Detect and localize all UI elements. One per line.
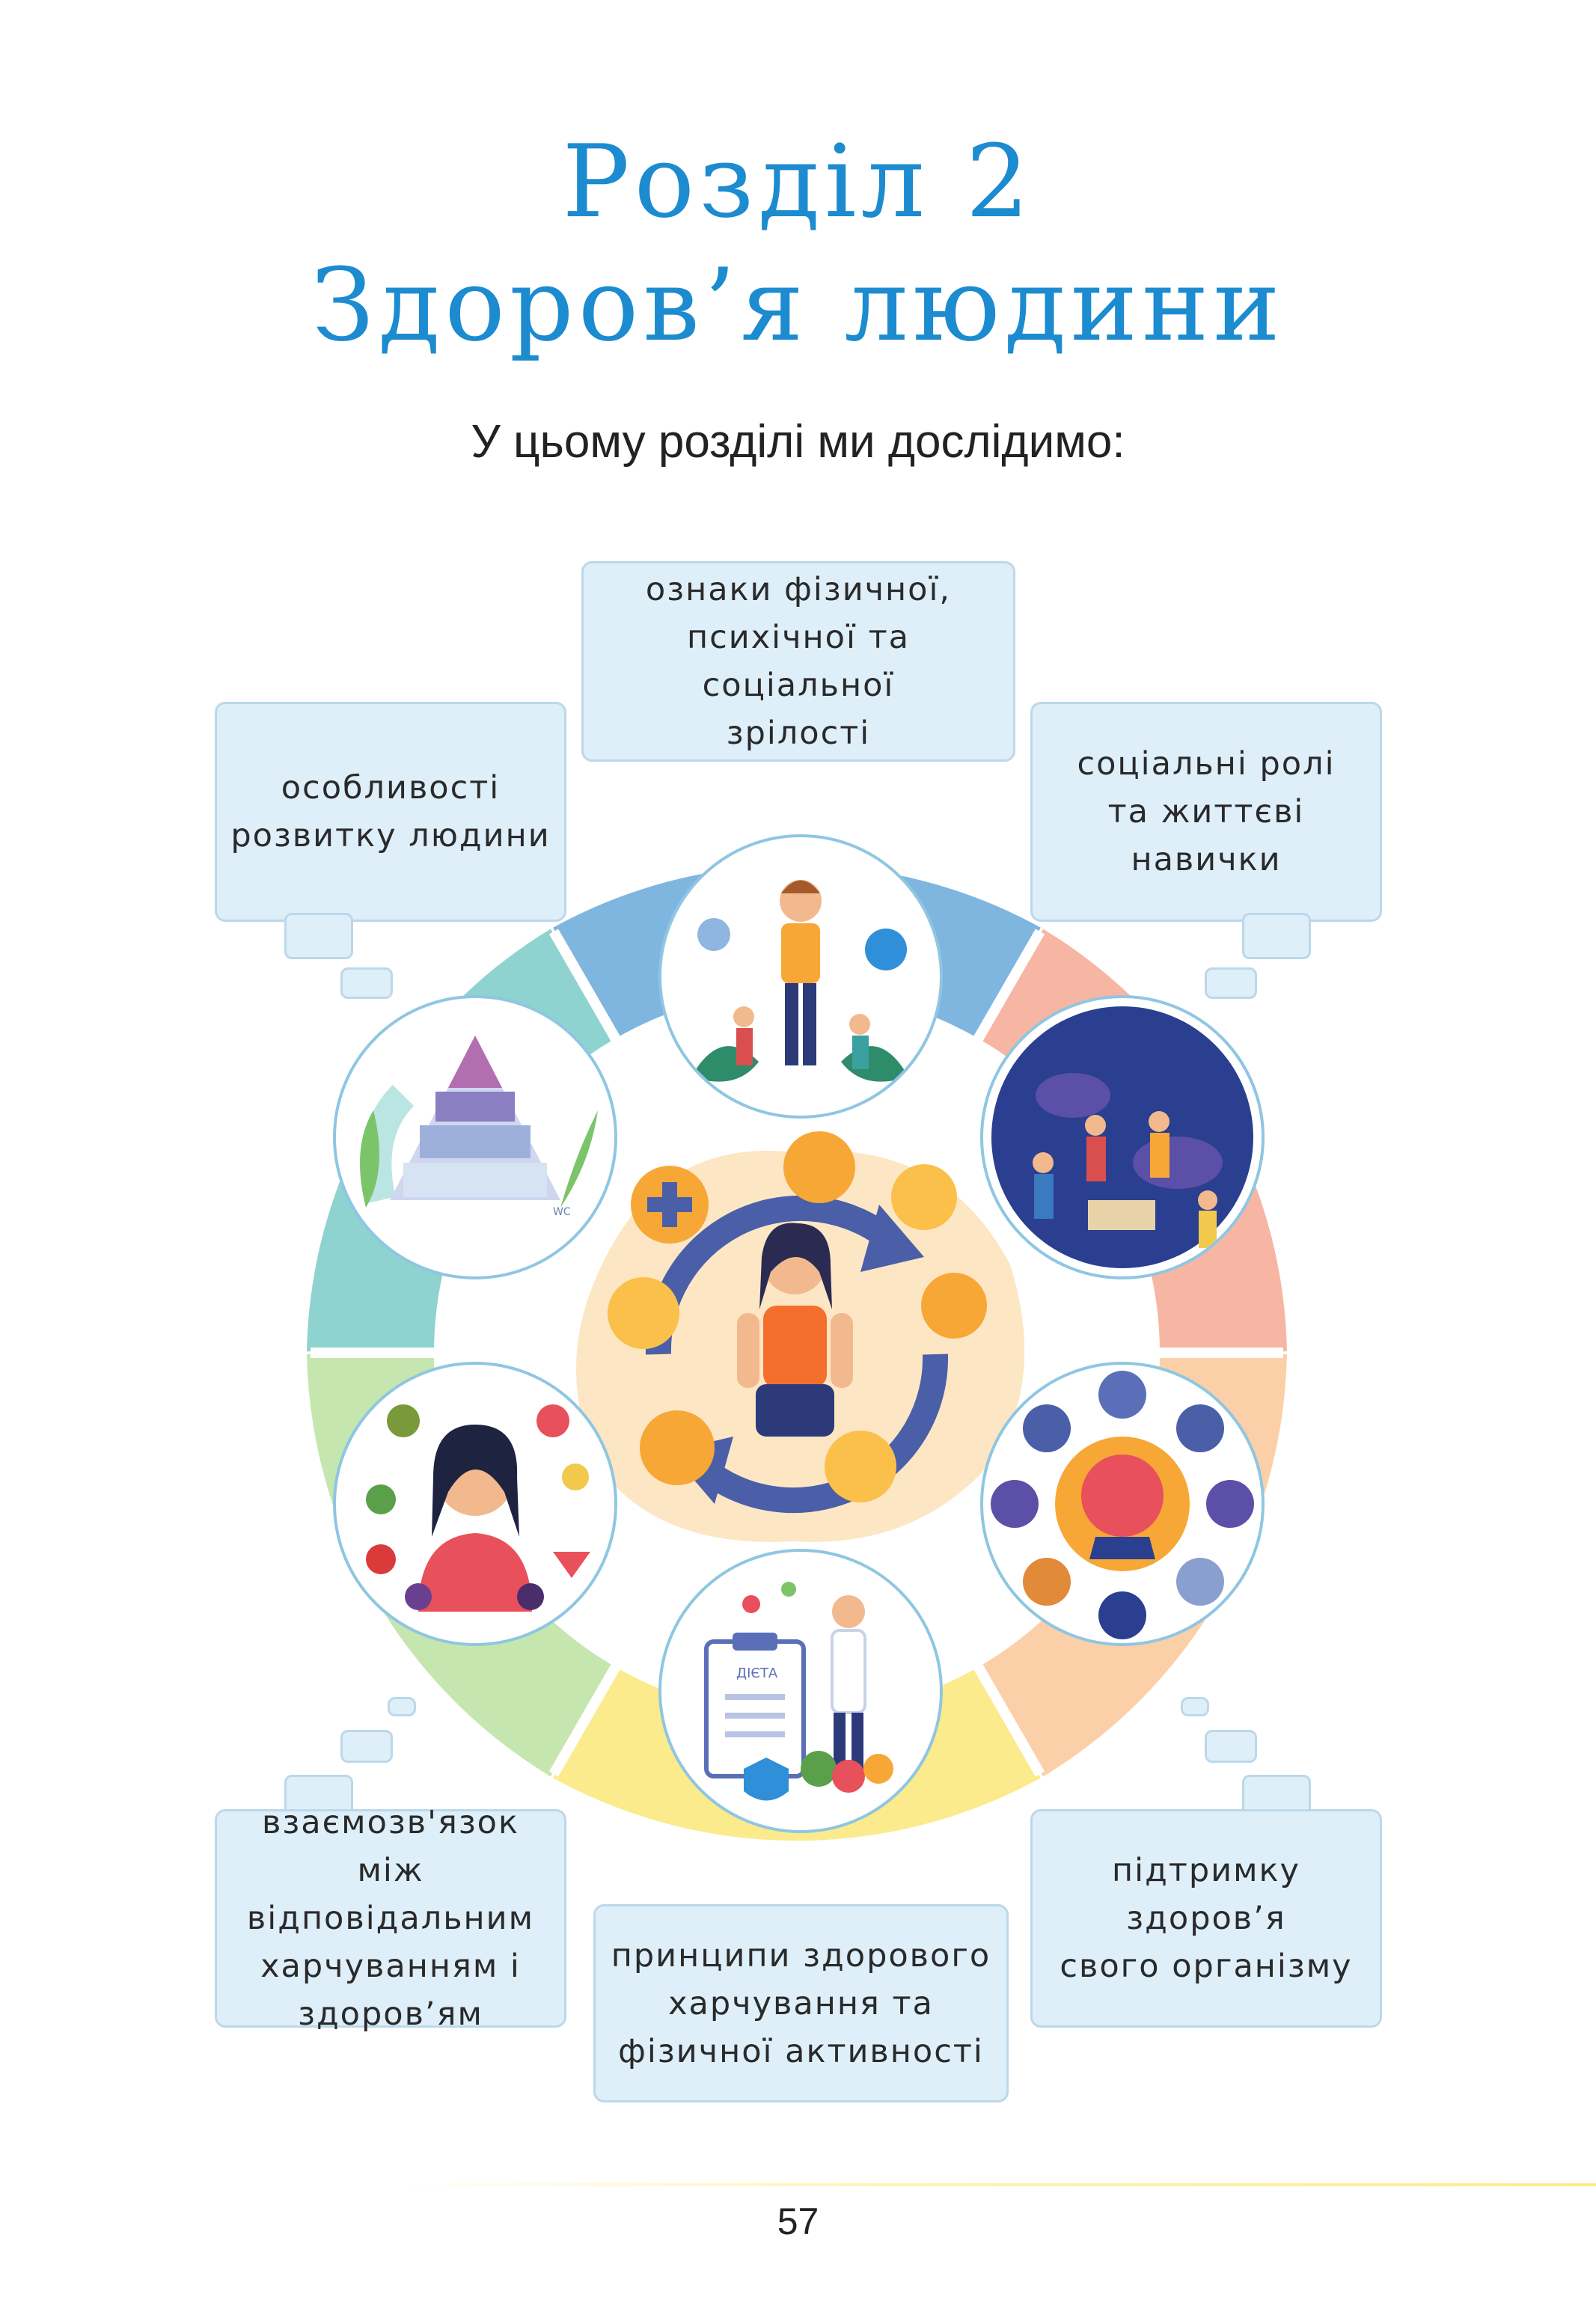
topic-line: взаємозв'язок між — [262, 1804, 519, 1889]
topic-line: психічної та соціальної — [687, 619, 910, 704]
connector-bubble-small — [1205, 1730, 1257, 1763]
topic-line: свого організму — [1060, 1948, 1353, 1985]
topic-box-health-support: підтримку здоров’я свого організму — [1030, 1809, 1382, 2028]
central-health-figure — [576, 1131, 1025, 1542]
chapter-title: Здоров’я людини — [311, 247, 1285, 364]
topic-line: харчування та — [668, 1984, 934, 2022]
page-number: 57 — [777, 2200, 819, 2242]
topic-line: та життєві навички — [1107, 793, 1305, 878]
illustration-diet-doctor-circle: ДІЄТА — [658, 1549, 943, 1833]
illustration-food-pyramid-circle: WC — [333, 995, 617, 1279]
topic-line: здоров’ям — [298, 1995, 483, 2033]
topic-box-development: особливості розвитку людини — [215, 702, 566, 922]
illustration-people-circle — [658, 834, 943, 1119]
connector-bubble-large — [284, 913, 353, 959]
topic-box-healthy-eating: принципи здорового харчування та фізично… — [593, 1904, 1009, 2102]
footer-divider — [389, 2183, 1596, 2186]
topic-line: харчуванням і — [260, 1948, 521, 1985]
connector-bubble-large — [1242, 913, 1311, 959]
connector-bubble-small — [340, 1730, 393, 1763]
topic-line: відповідальним — [246, 1900, 535, 1937]
topic-line: ознаки фізичної, — [645, 571, 952, 608]
topic-line: особливості — [281, 769, 501, 807]
chapter-subtitle: У цьому розділі ми дослідимо: — [471, 416, 1125, 468]
topic-line: принципи здорового — [611, 1936, 991, 1975]
connector-bubble-tiny — [1181, 1697, 1209, 1716]
topic-box-social-roles: соціальні ролі та життєві навички — [1030, 702, 1382, 922]
topic-line: здоров’я — [1126, 1900, 1286, 1937]
connector-bubble-small — [1205, 967, 1257, 999]
wc-sign-label: WC — [553, 1206, 571, 1218]
topic-line: підтримку — [1112, 1852, 1300, 1889]
illustration-planet-circle — [980, 995, 1265, 1279]
diet-clipboard-label: ДІЄТА — [736, 1666, 778, 1681]
chapter-number: Розділ 2 — [562, 123, 1034, 240]
topic-box-maturity: ознаки фізичної, психічної та соціальної… — [581, 561, 1015, 762]
topic-line: зрілості — [726, 715, 871, 752]
illustration-brain-icons-circle — [980, 1362, 1265, 1646]
illustration-fruits-girl-circle — [333, 1362, 617, 1646]
connector-bubble-small — [340, 967, 393, 999]
topic-line: фізичної активності — [618, 2032, 984, 2070]
topic-line: розвитку людини — [230, 817, 551, 854]
topic-box-nutrition-health: взаємозв'язок між відповідальним харчува… — [215, 1804, 566, 2033]
connector-bubble-tiny — [388, 1697, 416, 1716]
topic-line: соціальні ролі — [1077, 745, 1336, 783]
